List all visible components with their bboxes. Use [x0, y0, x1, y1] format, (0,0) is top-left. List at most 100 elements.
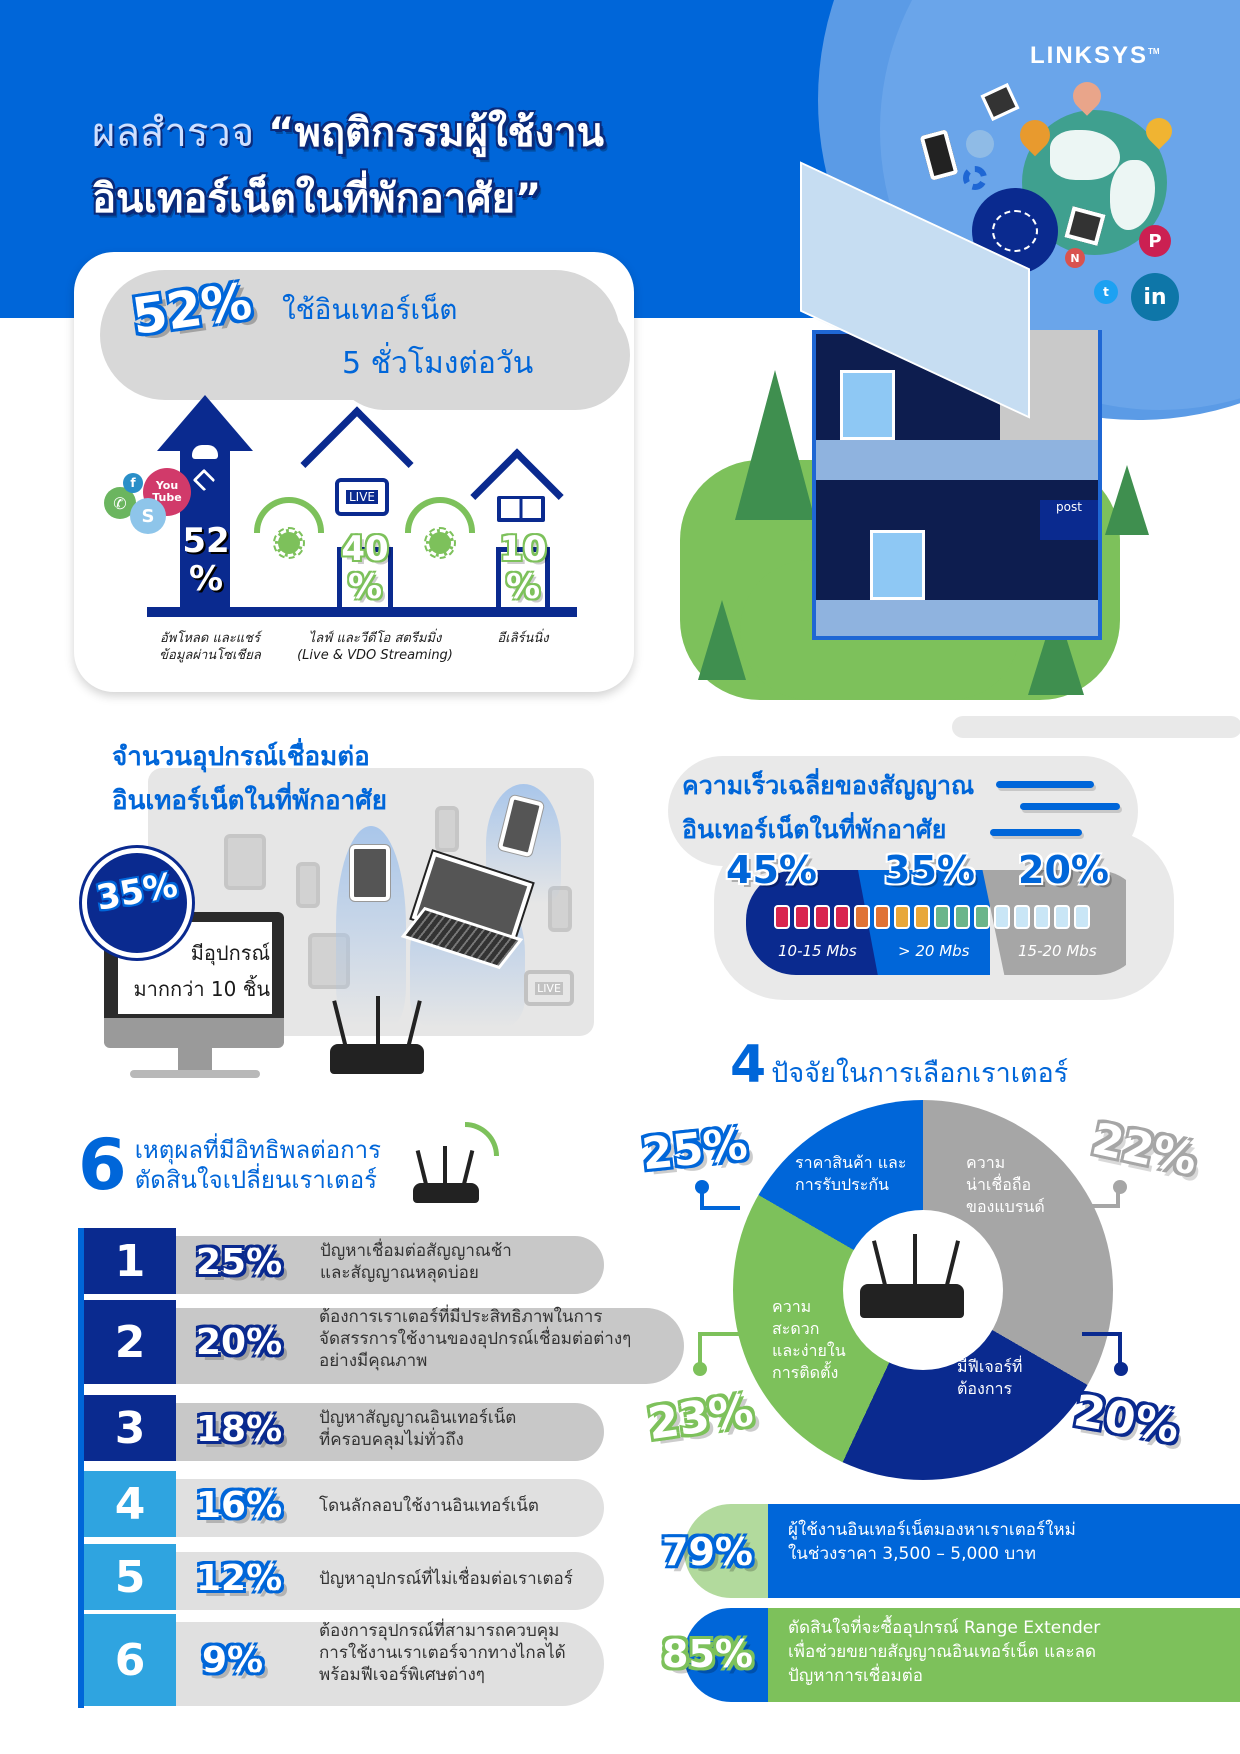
speed-meter-cell	[934, 905, 950, 929]
reason-pct: 25%	[196, 1242, 283, 1283]
speed-meter-cell	[994, 905, 1010, 929]
connector-dot	[695, 1180, 709, 1194]
factor-label-features: มีฟีเจอร์ที่ ต้องการ	[957, 1357, 1023, 1398]
router-antenna	[376, 996, 380, 1046]
devices-badge	[82, 848, 192, 958]
network-users-glyph	[992, 210, 1038, 252]
usage-cloud-2	[330, 300, 630, 410]
speed-cloud-top	[952, 716, 1240, 738]
twitter-icon: t	[1094, 280, 1118, 304]
reason-pct: 18%	[196, 1409, 283, 1450]
speed-line-icon	[996, 781, 1094, 788]
factor-pct-features: 20%	[1070, 1385, 1183, 1454]
speed-meter	[774, 905, 1090, 929]
speed-line-icon	[1020, 803, 1120, 810]
reason-desc: ปัญหาสัญญาณอินเทอร์เน็ต ที่ครอบคลุมไม่ทั…	[319, 1408, 517, 1450]
house-body	[337, 547, 393, 609]
speed-label-3: 15-20 Mbs	[1018, 942, 1097, 960]
phone-icon	[435, 806, 459, 852]
skype-icon: S	[130, 498, 166, 534]
wifi-dot	[273, 527, 305, 559]
monitor-stand	[178, 1048, 212, 1072]
house-body	[496, 547, 550, 609]
usage-headline-line2: 5 ชั่วโมงต่อวัน	[342, 346, 534, 381]
reason-desc: โดนลักลอบใช้งานอินเทอร์เน็ต	[319, 1496, 539, 1516]
wifi-dot	[424, 527, 456, 559]
reason-rank: 4	[84, 1471, 176, 1537]
reasons-title: 6 เหตุผลที่มีอิทธิพลต่อการ ตัดสินใจเปลี่…	[78, 1124, 382, 1206]
phone-icon	[296, 862, 320, 908]
reason-pct: 12%	[196, 1558, 283, 1599]
speed-meter-cell	[974, 905, 990, 929]
factor-pct-price: 25%	[639, 1118, 750, 1181]
router-antenna	[443, 1146, 447, 1186]
live-tv-icon: LIVE	[524, 970, 574, 1006]
pinterest-icon: P	[1139, 225, 1171, 257]
devices-text: มีอุปกรณ์ มากกว่า 10 ชิ้น	[133, 941, 270, 1001]
router-icon	[413, 1183, 479, 1203]
linkedin-icon: in	[1131, 273, 1179, 321]
factor-pct-brand: 22%	[1087, 1113, 1202, 1186]
reason-rank: 6	[84, 1614, 176, 1706]
factor-pct-ease: 23%	[644, 1384, 757, 1451]
tree-icon	[1105, 465, 1149, 535]
speed-meter-cell	[1054, 905, 1070, 929]
reason-desc: ต้องการอุปกรณ์ที่สามารถควบคุม การใช้งานเ…	[319, 1621, 566, 1685]
connector-25	[700, 1184, 740, 1210]
title-line1: “พฤติกรรมผู้ใช้งาน	[268, 110, 605, 156]
router-antenna	[913, 1234, 917, 1290]
speed-meter-cell	[1034, 905, 1050, 929]
reason-rank: 3	[84, 1395, 176, 1461]
stat-79-pct: 79%	[662, 1530, 753, 1574]
title-line2: อินเทอร์เน็ตในที่พักอาศัย”	[92, 176, 542, 222]
reason-pct: 9%	[202, 1640, 264, 1681]
factor-label-price: ราคาสินค้า และ การรับประกัน	[795, 1153, 907, 1194]
speed-meter-cell	[834, 905, 850, 929]
factor-label-ease: ความ สะดวก และง่ายใน การติดตั้ง	[772, 1297, 846, 1382]
reason-pct: 16%	[196, 1485, 283, 1526]
router-antenna	[415, 1150, 429, 1186]
stat-85-text: ตัดสินใจที่จะซื้ออุปกรณ์ Range Extender …	[788, 1618, 1101, 1686]
speed-title: ความเร็วเฉลี่ยของสัญญาณ อินเทอร์เน็ตในที…	[682, 771, 975, 844]
stat-79-bubble	[684, 1504, 774, 1598]
upload-arrow-icon	[157, 395, 253, 451]
usage-baseline	[147, 607, 577, 617]
reason-desc: ปัญหาอุปกรณ์ที่ไม่เชื่อมต่อเราเตอร์	[319, 1569, 573, 1589]
window-icon	[870, 530, 925, 600]
reason-row: 5 12% ปัญหาอุปกรณ์ที่ไม่เชื่อมต่อเราเตอร…	[84, 1544, 614, 1610]
wifi-signal-icon	[465, 1122, 499, 1156]
reason-desc: ปัญหาเชื่อมต่อสัญญาณช้า และสัญญาณหลุดบ่อ…	[320, 1241, 512, 1283]
reason-rank: 2	[84, 1300, 176, 1384]
cloud-upload-icon	[192, 445, 218, 459]
upload-arrow-shaft	[180, 448, 230, 610]
speed-meter-cell	[814, 905, 830, 929]
page-title: ผลสำรวจ “พฤติกรรมผู้ใช้งาน อินเทอร์เน็ตใ…	[92, 100, 604, 232]
speed-meter-cell	[1014, 905, 1030, 929]
tree-icon	[698, 600, 746, 680]
speed-pct-3: 20%	[1018, 848, 1109, 892]
live-pct: 40 %	[341, 529, 389, 607]
speed-line-icon	[990, 829, 1082, 836]
devices-title: จำนวนอุปกรณ์เชื่อมต่อ อินเทอร์เน็ตในที่พ…	[112, 742, 387, 816]
reason-row: 1 25% ปัญหาเชื่อมต่อสัญญาณช้า และสัญญาณห…	[84, 1228, 614, 1294]
speed-meter-cell	[874, 905, 890, 929]
elearning-pct: 10 %	[499, 529, 547, 607]
connector-22	[1080, 1184, 1120, 1208]
stat-85-pct: 85%	[662, 1632, 753, 1676]
stat-79-bar	[768, 1504, 1240, 1598]
reason-rank: 5	[84, 1544, 176, 1610]
monitor-base	[130, 1070, 260, 1078]
connector-23	[698, 1332, 742, 1366]
reason-rank: 1	[84, 1228, 176, 1294]
reason-row: 2 20% ต้องการเราเตอร์ที่มีประสิทธิภาพในก…	[84, 1300, 694, 1384]
speed-meter-cell	[894, 905, 910, 929]
factor-label-brand: ความ น่าเชื่อถือ ของแบรนด์	[966, 1153, 1045, 1216]
connector-dot	[1113, 1180, 1127, 1194]
linksys-logo: LINKSYSTM	[1030, 42, 1160, 69]
factors-title: 4 ปัจจัยในการเลือกเราเตอร์	[730, 1035, 1069, 1095]
speed-meter-cell	[774, 905, 790, 929]
speed-meter-cell	[914, 905, 930, 929]
reason-pct: 20%	[196, 1322, 283, 1363]
tree-icon	[735, 370, 815, 520]
speed-pct-2: 35%	[884, 848, 975, 892]
